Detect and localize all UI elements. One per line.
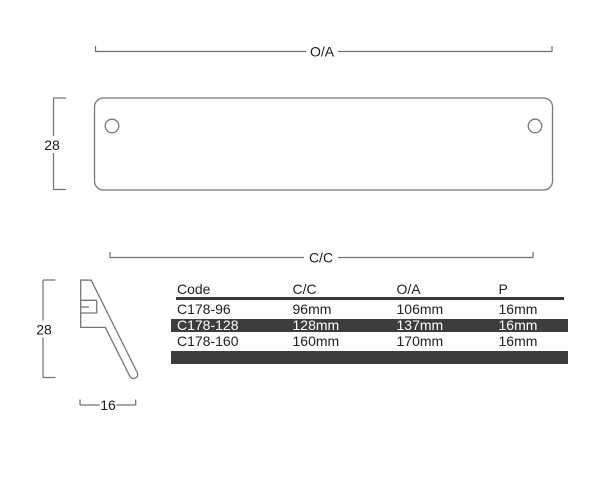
oa-dimension: O/A xyxy=(94,44,553,60)
cell-oa: 170mm xyxy=(396,332,444,349)
table-row-highlighted: C178-128 128mm 137mm 16mm xyxy=(171,316,568,333)
header-code: Code xyxy=(177,281,211,297)
table-row: C178-160 160mm 170mm 16mm xyxy=(171,332,568,352)
cell-code: C178-128 xyxy=(177,316,239,333)
front-height-label: 28 xyxy=(44,137,60,153)
side-height-label: 28 xyxy=(36,322,52,338)
cell-p: 16mm xyxy=(498,332,538,349)
right-screw-hole xyxy=(527,118,543,134)
spec-table: Code C/C O/A P C178-96 96mm 106mm 16mm C… xyxy=(171,281,568,364)
front-height-dimension: 28 xyxy=(42,97,66,191)
cell-code: C178-160 xyxy=(177,332,239,349)
cell-p: 16mm xyxy=(498,316,538,333)
table-footer-bar xyxy=(171,351,568,364)
cell-code: C178-96 xyxy=(177,300,231,317)
left-screw-hole xyxy=(104,118,120,134)
cc-dimension: C/C xyxy=(109,250,534,266)
side-height-dimension: 28 xyxy=(34,279,56,379)
cell-cc: 128mm xyxy=(292,316,340,333)
side-profile-view xyxy=(80,279,139,380)
oa-dimension-label: O/A xyxy=(310,44,335,60)
cell-p: 16mm xyxy=(498,300,538,317)
header-oa: O/A xyxy=(396,281,421,297)
cell-oa: 137mm xyxy=(396,316,444,333)
header-rule xyxy=(176,297,564,300)
front-view-plate xyxy=(93,97,554,191)
cell-cc: 160mm xyxy=(292,332,340,349)
cc-dimension-label: C/C xyxy=(309,250,333,266)
cell-oa: 106mm xyxy=(396,300,444,317)
header-cc: C/C xyxy=(292,281,317,297)
side-profile-outline xyxy=(80,279,139,380)
header-p: P xyxy=(498,281,508,297)
table-row: C178-96 96mm 106mm 16mm xyxy=(171,300,568,319)
depth-label: 16 xyxy=(100,397,116,413)
cell-cc: 96mm xyxy=(292,300,332,317)
spec-table-header-row: Code C/C O/A P xyxy=(171,281,568,297)
depth-dimension: 16 xyxy=(79,397,137,413)
